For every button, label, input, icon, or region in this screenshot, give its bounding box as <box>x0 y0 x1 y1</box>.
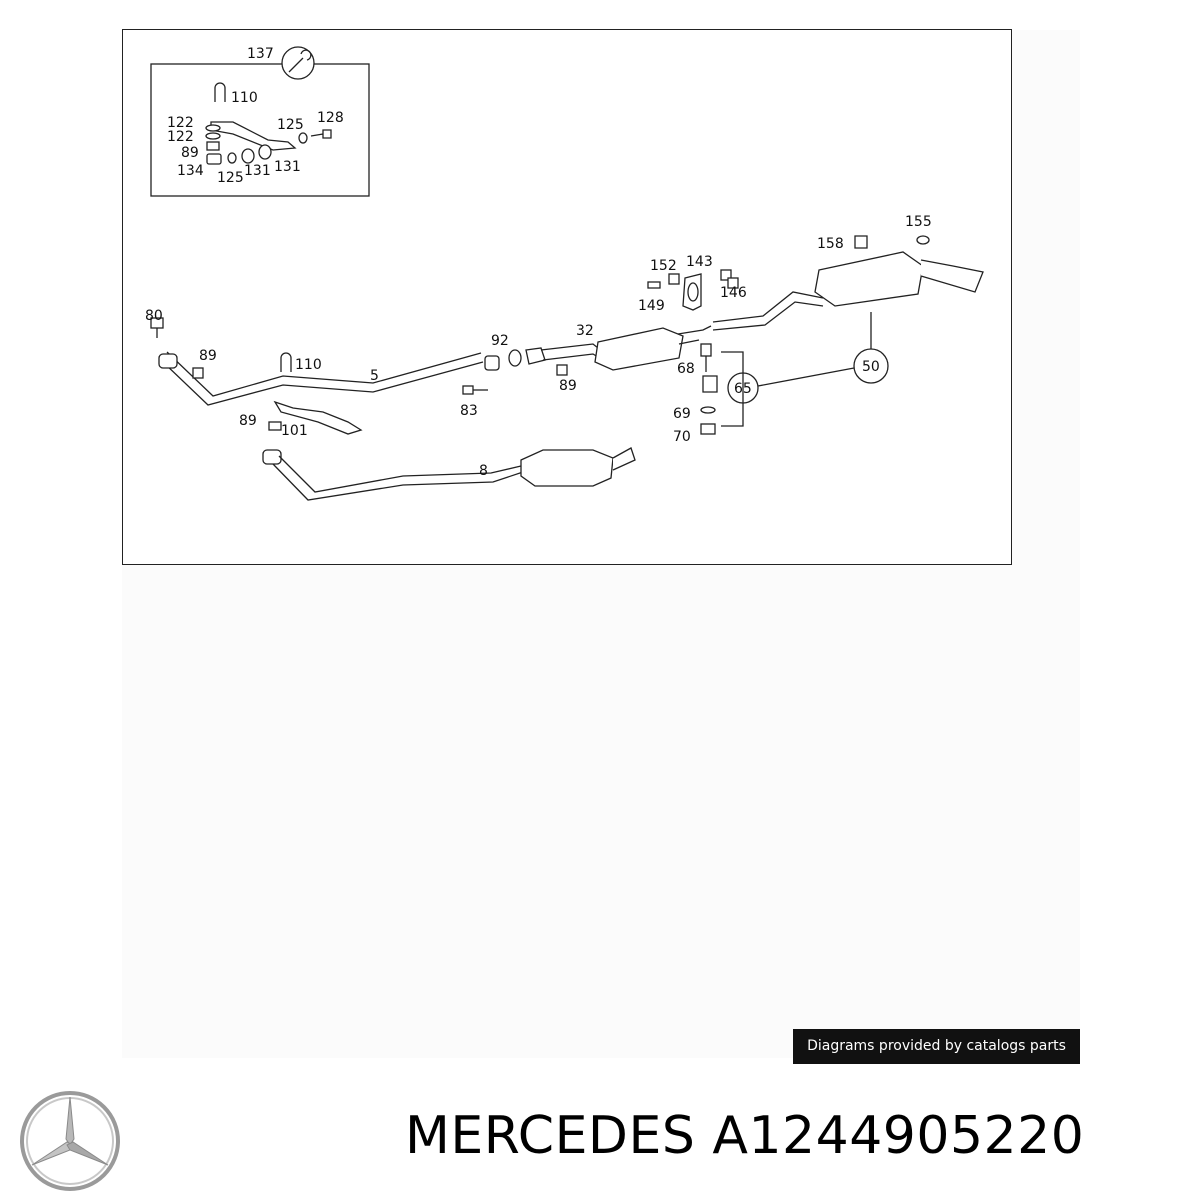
sealing-ring <box>508 349 522 367</box>
part-number: A1244905220 <box>712 1106 1085 1166</box>
intermediate-pipe-edge <box>542 353 604 361</box>
clamp <box>484 355 500 371</box>
rear-muffler <box>814 251 924 307</box>
catalytic-converter <box>520 449 614 487</box>
nut <box>700 423 716 435</box>
callout-50: 50 <box>862 359 880 375</box>
callout-32: 32 <box>576 323 594 339</box>
nut <box>668 273 680 285</box>
nut <box>268 421 282 431</box>
bolt <box>310 129 332 139</box>
clamp <box>702 375 718 393</box>
callout-89: 89 <box>239 413 257 429</box>
washer <box>205 132 221 140</box>
leader-lines <box>721 312 872 427</box>
bolt <box>462 385 474 395</box>
callout-101: 101 <box>281 423 308 439</box>
callout-125: 125 <box>217 170 244 186</box>
exhaust-diagram-drawing: 137 110 122 122 125 128 89 134 125 131 1… <box>145 46 984 501</box>
brand-name: MERCEDES <box>405 1106 696 1166</box>
brand-part-number: MERCEDES A1244905220 <box>405 1106 1195 1166</box>
callout-131: 131 <box>244 163 271 179</box>
callout-65: 65 <box>734 381 752 397</box>
rubber-mount <box>258 144 272 160</box>
tailpipe <box>920 259 984 293</box>
callout-89: 89 <box>199 348 217 364</box>
hanger-hole <box>687 282 699 302</box>
bolt <box>727 277 739 289</box>
callout-89: 89 <box>181 145 199 161</box>
washer <box>298 132 308 144</box>
nut <box>192 367 204 379</box>
pipe-flange <box>262 449 282 465</box>
bracket <box>210 121 297 151</box>
washer <box>700 406 716 414</box>
callout-125: 125 <box>277 117 304 133</box>
callout-146: 146 <box>720 285 747 301</box>
rubber-hanger <box>682 273 702 311</box>
wrench-icon-shape <box>288 49 312 73</box>
callout-134: 134 <box>177 163 204 179</box>
callout-158: 158 <box>817 236 844 252</box>
callout-155: 155 <box>905 214 932 230</box>
callout-89: 89 <box>559 378 577 394</box>
washer <box>227 152 237 164</box>
rear-pipe <box>712 291 824 323</box>
intermediate-pipe <box>540 343 604 353</box>
down-pipe <box>272 463 524 501</box>
rubber-mount <box>241 148 255 164</box>
rear-pipe-edge <box>712 301 824 331</box>
front-pipe <box>162 361 484 406</box>
callout-149: 149 <box>638 298 665 314</box>
callout-122: 122 <box>167 129 194 145</box>
converter-outlet <box>612 447 636 471</box>
pipe-flange <box>158 353 178 369</box>
callout-70: 70 <box>673 429 691 445</box>
callout-92: 92 <box>491 333 509 349</box>
bracket <box>273 400 363 435</box>
callout-69: 69 <box>673 406 691 422</box>
callout-5: 5 <box>370 368 379 384</box>
washer <box>205 124 221 132</box>
nut <box>556 364 568 376</box>
callout-80: 80 <box>145 308 163 324</box>
callout-83: 83 <box>460 403 478 419</box>
inset-box <box>150 63 370 197</box>
callout-131: 131 <box>274 159 301 175</box>
exhaust-diagram: 137 110 122 122 125 128 89 134 125 131 1… <box>122 29 1012 565</box>
bolt <box>647 281 661 289</box>
diagram-credit: Diagrams provided by catalogs parts <box>793 1029 1080 1064</box>
bushing <box>206 153 222 165</box>
callout-110: 110 <box>231 90 258 106</box>
callout-152: 152 <box>650 258 677 274</box>
callout-122: 122 <box>167 115 194 131</box>
callout-110: 110 <box>295 357 322 373</box>
callout-137: 137 <box>247 46 274 62</box>
down-pipe-edge <box>278 455 522 493</box>
nut <box>206 141 220 151</box>
callout-143: 143 <box>686 254 713 270</box>
center-muffler <box>594 327 684 371</box>
callout-8: 8 <box>479 463 488 479</box>
muffler-outlet <box>677 325 712 345</box>
u-bolt <box>280 352 292 372</box>
clip <box>916 235 930 245</box>
rubber-buffer <box>854 235 868 249</box>
bolt <box>700 343 712 357</box>
mercedes-star-icon <box>20 1091 120 1191</box>
front-pipe-edge <box>166 351 482 397</box>
callout-68: 68 <box>677 361 695 377</box>
u-bolt <box>214 82 226 102</box>
callout-128: 128 <box>317 110 344 126</box>
bolt <box>720 269 732 281</box>
